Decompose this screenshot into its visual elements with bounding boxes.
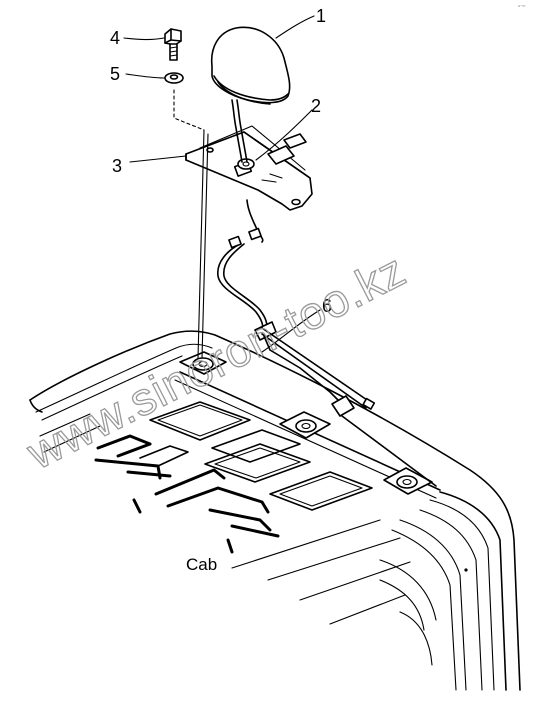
roof-mount-boss-right bbox=[383, 467, 433, 495]
antenna-dome bbox=[210, 26, 291, 163]
leader-lines bbox=[123, 15, 321, 353]
corner-mark: ᵃ⁻ᵐ bbox=[518, 4, 525, 10]
callout-2: 2 bbox=[311, 96, 321, 116]
antenna-cable bbox=[217, 199, 437, 487]
cab-label: Cab bbox=[186, 555, 217, 574]
bolt bbox=[164, 28, 182, 61]
roof-mount-boss-center bbox=[279, 411, 331, 439]
roof-mount-boss-left bbox=[179, 351, 227, 375]
cab-roof bbox=[29, 330, 521, 691]
callout-1: 1 bbox=[316, 6, 326, 26]
washer bbox=[164, 72, 184, 84]
callout-4: 4 bbox=[110, 28, 120, 48]
callout-5: 5 bbox=[110, 64, 120, 84]
callout-6: 6 bbox=[322, 296, 332, 316]
callout-3: 3 bbox=[112, 156, 122, 176]
watermark-text: www.sinoron-too.kz bbox=[18, 243, 414, 479]
